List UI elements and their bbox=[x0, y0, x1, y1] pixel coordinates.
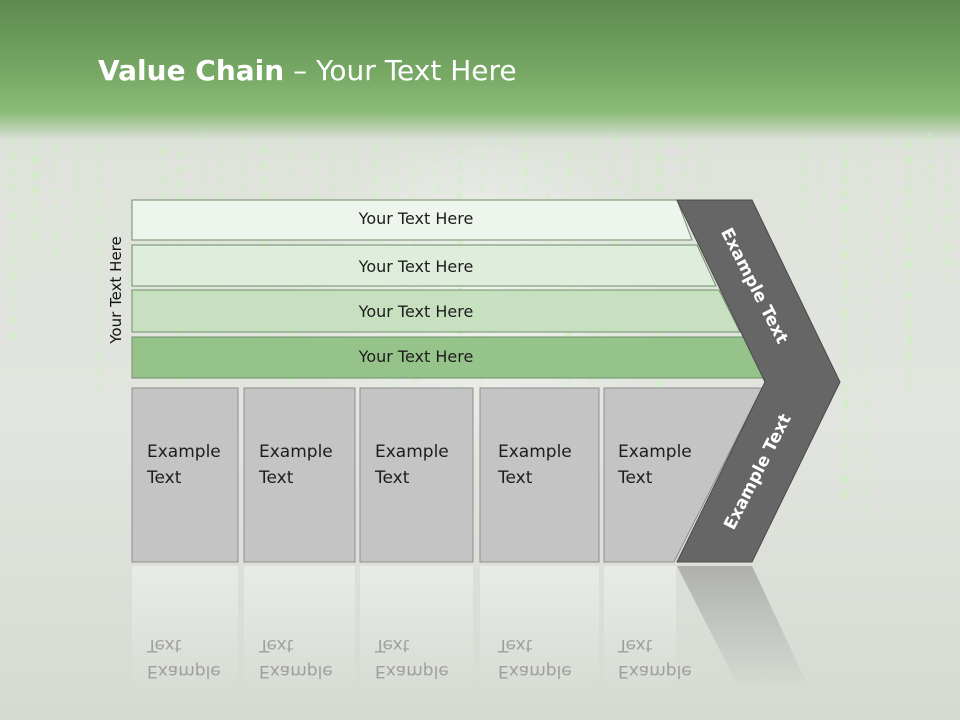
box-reflection-2 bbox=[244, 566, 355, 696]
box-2-refl-line2: Text bbox=[259, 635, 294, 655]
binary-column: 1 0 0 0 1 0 1 1 0 0 1 1 0 0 bbox=[10, 135, 17, 343]
binary-column: 0 0 1 0 0 1 1 0 0 1 0 1 0 0 0 1 1 bbox=[906, 139, 913, 392]
box-reflection-4 bbox=[480, 566, 599, 696]
binary-column: 1 0 0 0 1 0 1 bbox=[74, 140, 81, 243]
binary-column: 1 0 0 0 0 1 bbox=[800, 137, 807, 225]
box-1-refl-line1: Example bbox=[147, 661, 221, 681]
binary-column: 1 0 0 0 1 1 0 bbox=[32, 139, 39, 242]
binary-column: 1 1 1 1 1 0 1 0 0 1 bbox=[946, 137, 953, 285]
slide-title[interactable]: Value Chain – Your Text Here bbox=[98, 54, 517, 87]
box-reflection-1 bbox=[132, 566, 238, 696]
box-5-refl-line2: Text bbox=[618, 635, 653, 655]
box-1-line1: Example bbox=[147, 442, 221, 462]
activity-box-1[interactable] bbox=[131, 387, 239, 563]
box-4-refl-line2: Text bbox=[498, 635, 533, 655]
box-1-refl-line2: Text bbox=[147, 635, 182, 655]
box-2-reflected-label: Example Text bbox=[259, 632, 349, 684]
binary-column: 0 1 1 0 0 1 0 0 bbox=[52, 141, 59, 259]
title-bar bbox=[0, 0, 960, 140]
margin-chevron[interactable] bbox=[676, 199, 841, 563]
box-3-reflected-label: Example Text bbox=[375, 632, 465, 684]
binary-column: 1 1 1 0 1 bbox=[820, 143, 827, 216]
box-1-line2: Text bbox=[147, 468, 182, 488]
reflection-area: Example Text Example Text Example Text Exam… bbox=[0, 562, 960, 720]
box-5-line2: Text bbox=[618, 468, 653, 488]
box-2-refl-line1: Example bbox=[259, 661, 333, 681]
box-1-reflected-label: Example Text bbox=[147, 632, 237, 684]
band-3[interactable] bbox=[131, 289, 741, 333]
box-reflection-3 bbox=[360, 566, 473, 696]
binary-column: 1 0 0 0 0 1 1 0 1 1 1 0 1 1 1 1 1 0 1 1 … bbox=[842, 143, 849, 501]
box-3-line1: Example bbox=[375, 442, 449, 462]
chevron-reflection bbox=[677, 566, 810, 690]
box-5-refl-line1: Example bbox=[618, 661, 692, 681]
box-4-line2: Text bbox=[498, 468, 533, 488]
band-1[interactable] bbox=[131, 199, 693, 241]
title-rest: – Your Text Here bbox=[284, 54, 517, 87]
box-4-refl-line1: Example bbox=[498, 661, 572, 681]
title-bold: Value Chain bbox=[98, 54, 285, 87]
band-2-label: Your Text Here bbox=[358, 257, 474, 276]
band-3-label: Your Text Here bbox=[358, 302, 474, 321]
box-4-reflected-label: Example Text bbox=[498, 632, 588, 684]
binary-column: 0 1 1 0 0 0 0 0 0 1 1 1 0 0 0 0 1 bbox=[95, 140, 102, 393]
band-1-label: Your Text Here bbox=[358, 209, 474, 228]
band-4-label: Your Text Here bbox=[358, 347, 474, 366]
activity-box-5[interactable] bbox=[603, 387, 763, 563]
box-5-reflected-label: Example Text bbox=[618, 632, 708, 684]
binary-column: 0 0 1 0 1 1 0 0 1 0 0 1 1 1 0 1 1 0 1 0 … bbox=[862, 143, 869, 516]
box-3-refl-line2: Text bbox=[375, 635, 410, 655]
box-reflection-5 bbox=[604, 566, 676, 696]
box-3-refl-line1: Example bbox=[375, 661, 449, 681]
binary-column: 1 1 1 1 bbox=[634, 137, 641, 195]
box-5-line1: Example bbox=[618, 442, 692, 462]
binary-column: 0 1 1 1 1 0 0 0 0 0 bbox=[884, 138, 891, 286]
band-2[interactable] bbox=[131, 244, 717, 287]
binary-column: 0 1 0 1 1 1 1 bbox=[926, 132, 933, 235]
box-3-line2: Text bbox=[375, 468, 410, 488]
box-2-line2: Text bbox=[259, 468, 294, 488]
activity-box-3[interactable] bbox=[359, 387, 474, 563]
box-4-line1: Example bbox=[498, 442, 572, 462]
activity-box-4[interactable] bbox=[479, 387, 600, 563]
activity-box-2[interactable] bbox=[243, 387, 356, 563]
box-2-line1: Example bbox=[259, 442, 333, 462]
